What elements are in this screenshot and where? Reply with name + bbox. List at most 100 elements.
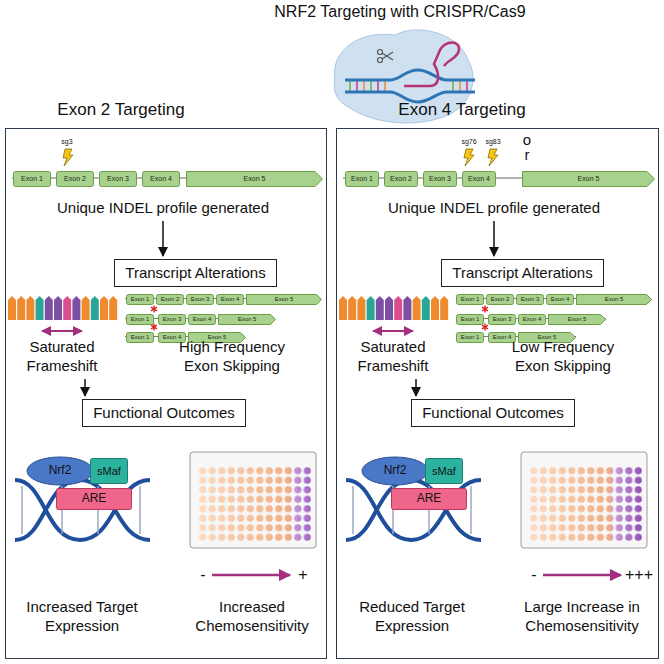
process-box: Functional Outcomes	[411, 399, 575, 427]
guide-label: sg76	[457, 138, 481, 147]
node-outline	[189, 315, 216, 325]
protein-label: sMaf	[432, 465, 456, 477]
exon-label: Exon 5	[238, 316, 257, 323]
exon-block: Exon 1	[126, 314, 154, 325]
node-outline	[91, 459, 128, 484]
exon-label: Exon 3	[493, 316, 512, 323]
exon-block: Exon 2	[486, 294, 514, 305]
stray-letter: r	[520, 146, 534, 165]
exon-block: Exon 2	[156, 294, 184, 305]
exon-block: Exon 4	[216, 294, 244, 305]
node-outline	[100, 172, 137, 187]
node-outline	[577, 295, 652, 305]
cut-bolt	[464, 149, 474, 166]
exon-block: Exon 4	[188, 314, 216, 325]
exon-arrow: Exon 5	[522, 171, 655, 187]
exon-label: Exon 4	[493, 334, 512, 341]
protein-box: ARE	[56, 488, 132, 510]
exon-arrow: Exon 5	[186, 171, 323, 187]
protein-box: ARE	[391, 488, 467, 510]
exon-label: Exon 2	[390, 175, 412, 183]
outcome-text: Reduced Target Expression	[342, 598, 482, 636]
exon-label: Exon 1	[461, 334, 480, 341]
plate-wells	[198, 466, 312, 542]
exon-block: Exon 1	[126, 294, 154, 305]
exon-arrow: Exon 5	[576, 294, 652, 305]
outcome-text: Saturated Frameshift	[12, 338, 112, 376]
protein-box: sMaf	[425, 458, 463, 484]
exon-block: Exon 3	[99, 171, 137, 187]
exon-label: Exon 4	[551, 296, 570, 303]
exon-label: Exon 5	[275, 296, 294, 303]
exon-label: Exon 1	[351, 175, 373, 183]
exon-label: Exon 1	[131, 334, 150, 341]
box-label: Functional Outcomes	[422, 405, 564, 422]
outcome-text: Saturated Frameshift	[343, 338, 443, 376]
exon-block: Exon 1	[456, 294, 484, 305]
exon-label: Exon 4	[193, 316, 212, 323]
node-outline	[457, 333, 484, 343]
exon-block: Exon 3	[516, 294, 544, 305]
process-box: Transcript Alterations	[441, 259, 604, 287]
node-outline	[57, 489, 132, 510]
node-outline	[143, 172, 180, 187]
exon-label: Exon 3	[191, 296, 210, 303]
scale-sign: +	[296, 565, 310, 585]
exon-block: Exon 4	[462, 171, 496, 187]
scissors-icon	[378, 50, 394, 63]
exon-arrow: Exon 5	[246, 294, 322, 305]
right-panel-art	[339, 178, 651, 575]
outcome-text: High Frequency Exon Skipping	[167, 338, 297, 376]
node-outline	[549, 315, 606, 325]
scale-sign: -	[196, 565, 210, 585]
node-outline	[385, 172, 418, 187]
exon-label: Exon 2	[64, 175, 86, 183]
node-outline	[57, 172, 94, 187]
node-outline	[27, 457, 93, 485]
exon-label: Exon 3	[429, 175, 451, 183]
node-outline	[127, 295, 154, 305]
protein-label: sMaf	[97, 465, 121, 477]
exon-block: Exon 3	[186, 294, 214, 305]
exon-block: Exon 3	[488, 314, 516, 325]
exon-block: Exon 2	[56, 171, 94, 187]
scale-sign: -	[527, 565, 541, 585]
guide-label: sg83	[481, 138, 505, 147]
node-outline	[187, 295, 214, 305]
panel-heading: Exon 2 Targeting	[36, 101, 206, 120]
exon-block: Exon 1	[126, 332, 154, 343]
plate-wells	[529, 466, 643, 542]
exon-block: Exon 1	[13, 171, 51, 187]
exon-label: Exon 5	[568, 316, 587, 323]
exon-label: Exon 3	[521, 296, 540, 303]
protein-ellipse: Nrf2	[26, 456, 94, 486]
protein-label: ARE	[82, 492, 107, 505]
node-outline	[517, 295, 544, 305]
node-outline	[157, 295, 184, 305]
node-outline	[392, 489, 467, 510]
exon-label: Exon 5	[244, 175, 266, 183]
scale-sign: +++	[624, 565, 654, 585]
exon-label: Exon 5	[578, 175, 600, 183]
node-outline	[487, 295, 514, 305]
exon-block: Exon 4	[518, 314, 546, 325]
guide-rna	[404, 43, 459, 87]
exon-block: Exon 3	[158, 314, 186, 325]
protein-label: Nrf2	[49, 464, 72, 477]
outcome-text: Increased Target Expression	[12, 598, 152, 636]
exon-label: Exon 4	[468, 175, 490, 183]
node-outline	[127, 333, 154, 343]
node-outline	[426, 459, 463, 484]
exon-label: Exon 4	[221, 296, 240, 303]
exon-label: Exon 2	[491, 296, 510, 303]
process-box: Functional Outcomes	[82, 399, 246, 427]
right-plate-wells	[529, 466, 643, 542]
protein-box: sMaf	[90, 458, 128, 484]
process-box: Transcript Alterations	[114, 259, 277, 287]
node-outline	[362, 457, 428, 485]
exon-label: Exon 4	[150, 175, 172, 183]
exon-label: Exon 5	[605, 296, 624, 303]
step-text: Unique INDEL profile generated	[13, 199, 313, 218]
node-outline	[519, 315, 546, 325]
